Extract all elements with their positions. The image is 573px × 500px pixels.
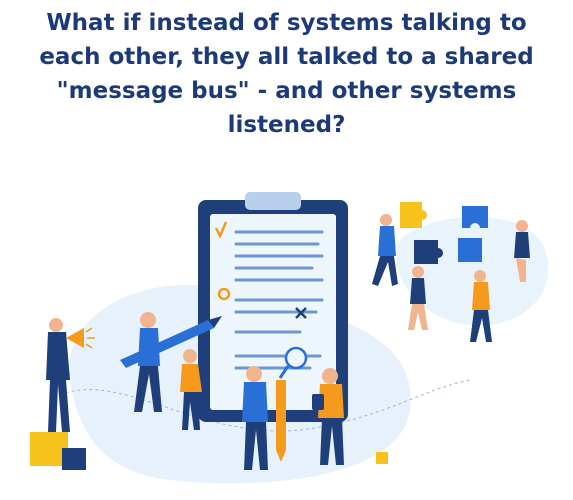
circle-mark-icon	[217, 287, 231, 301]
puzzle-piece-blue-right	[458, 238, 482, 262]
orange-pencil-icon	[276, 380, 286, 462]
person-man-thinking	[242, 366, 268, 470]
small-cube	[376, 452, 388, 464]
person-woman-orange	[180, 349, 202, 430]
person-tablet	[312, 368, 344, 465]
puzzle-piece-yellow	[400, 202, 427, 228]
headline-line-4: listened?	[227, 112, 346, 138]
pencil-icon	[120, 320, 214, 368]
headline: What if instead of systems talking to ea…	[8, 6, 565, 142]
magnifier-icon	[278, 346, 308, 379]
headline-line-2: each other, they all talked to a shared	[39, 44, 534, 70]
headline-line-1: What if instead of systems talking to	[46, 10, 527, 36]
puzzle-piece-blue-mid	[414, 240, 443, 264]
checkmark-icon	[214, 221, 228, 239]
person-pencil	[120, 312, 222, 412]
puzzle-piece-blue-top	[462, 206, 488, 228]
person-megaphone	[30, 318, 95, 470]
cross-mark-icon	[295, 307, 307, 319]
teamwork-illustration	[30, 192, 549, 484]
puzzle-team	[372, 202, 530, 342]
headline-line-3: "message bus" - and other systems	[56, 78, 517, 104]
megaphone-icon	[66, 328, 84, 348]
